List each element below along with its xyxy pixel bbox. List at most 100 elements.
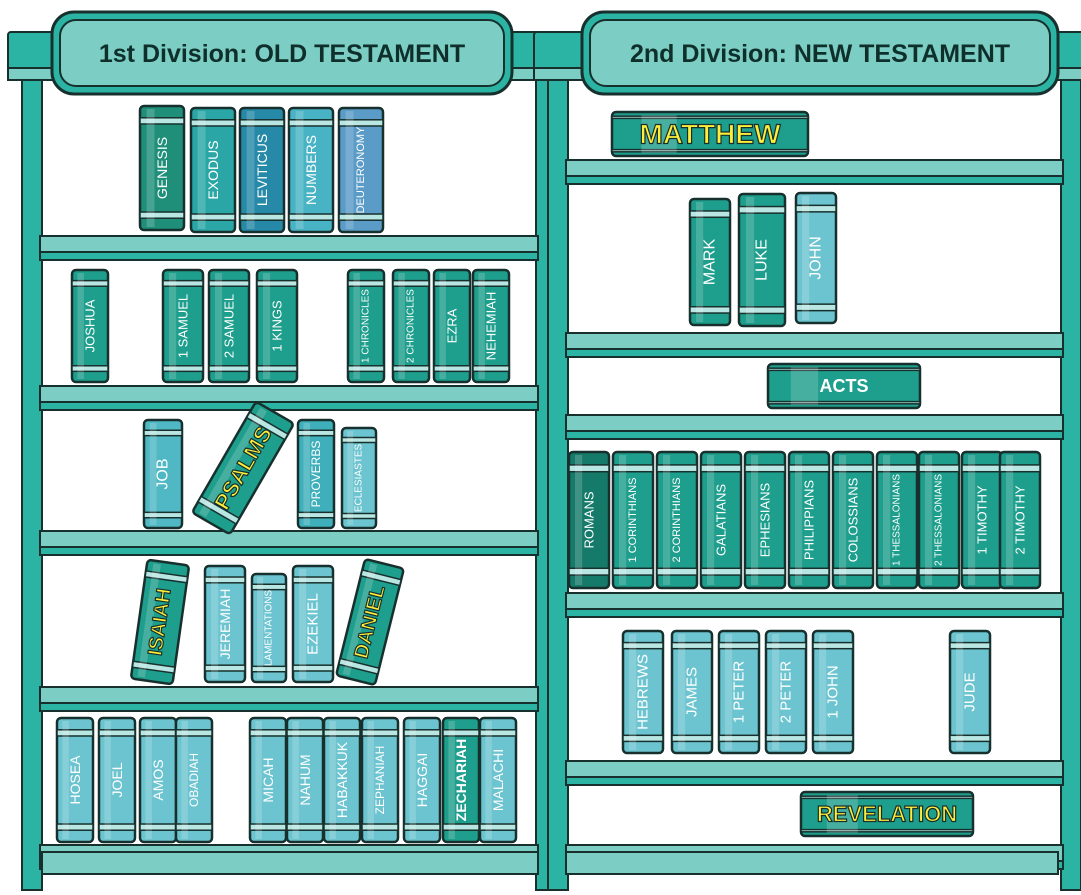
book-title: ECLESIASTES bbox=[354, 443, 365, 512]
book-shine bbox=[398, 273, 404, 379]
book-spine: ISAIAH bbox=[131, 560, 189, 685]
book-title: 2 THESSALONIANS bbox=[934, 474, 945, 566]
book-spine: ECLESIASTES bbox=[342, 428, 376, 528]
book-band bbox=[348, 366, 384, 372]
book-band bbox=[176, 730, 212, 736]
book-title: OBADIAH bbox=[187, 753, 201, 807]
book-spine: 1 CORINTHIANS bbox=[613, 452, 653, 588]
book-title: EZEKIEL bbox=[305, 593, 322, 655]
book-spine: JOHN bbox=[796, 193, 836, 323]
book-spine: NAHUM bbox=[287, 718, 323, 842]
book-title: LUKE bbox=[754, 239, 771, 281]
shelf bbox=[566, 852, 1058, 874]
book-spine: 2 CORINTHIANS bbox=[657, 452, 697, 588]
shelf-edge bbox=[566, 431, 1063, 439]
book-spine: LUKE bbox=[739, 194, 785, 326]
book-band bbox=[176, 824, 212, 830]
book-band bbox=[480, 730, 516, 736]
book-spine: GALATIANS bbox=[701, 452, 741, 588]
book-title: 1 CHRONICLES bbox=[361, 289, 372, 363]
shelf bbox=[42, 852, 538, 874]
book-title: PROVERBS bbox=[309, 441, 323, 508]
shelf-edge bbox=[40, 703, 538, 711]
book-spine: PROVERBS bbox=[298, 420, 334, 528]
book-spine: AMOS bbox=[140, 718, 176, 842]
book-title: HAGGAI bbox=[414, 753, 430, 807]
book-spine: JEREMIAH bbox=[205, 566, 245, 682]
book-title: DEUTERONOMY bbox=[355, 126, 367, 213]
book-title: JUDE bbox=[962, 672, 979, 711]
book-spine: 2 CHRONICLES bbox=[393, 270, 429, 382]
shelf bbox=[40, 236, 538, 252]
book-title: HOSEA bbox=[67, 755, 83, 805]
book-title: NUMBERS bbox=[303, 135, 319, 205]
book-shine bbox=[883, 455, 890, 585]
book-title: LAMENTATIONS bbox=[264, 590, 275, 667]
book-band bbox=[298, 512, 334, 517]
book-band bbox=[404, 824, 440, 830]
book-band bbox=[404, 730, 440, 736]
book-title: NAHUM bbox=[297, 754, 313, 805]
book-spine: JUDE bbox=[950, 631, 990, 753]
book-spine: 1 PETER bbox=[719, 631, 759, 753]
shelf-edge bbox=[40, 402, 538, 410]
shelf bbox=[566, 761, 1063, 777]
book-spine: REVELATION bbox=[801, 792, 973, 836]
book-band bbox=[348, 281, 384, 287]
book-spine: 1 SAMUEL bbox=[163, 270, 203, 382]
book-title: MALACHI bbox=[490, 749, 506, 811]
book-spine: 1 THESSALONIANS bbox=[877, 452, 917, 588]
book-shine bbox=[619, 455, 626, 585]
book-spine: HOSEA bbox=[57, 718, 93, 842]
book-spine: COLOSSIANS bbox=[833, 452, 873, 588]
book-title: 2 CHRONICLES bbox=[406, 289, 417, 363]
book-shine bbox=[353, 273, 359, 379]
book-band bbox=[768, 368, 920, 370]
book-spine: 1 JOHN bbox=[813, 631, 853, 753]
book-title: JOHN bbox=[808, 236, 825, 280]
book-title: 1 SAMUEL bbox=[176, 294, 191, 358]
shelf bbox=[566, 415, 1063, 431]
book-title: 2 PETER bbox=[778, 661, 795, 724]
new-testament-title: 2nd Division: NEW TESTAMENT bbox=[582, 12, 1058, 94]
book-title: 1 CORINTHIANS bbox=[627, 478, 639, 563]
book-band bbox=[362, 824, 398, 830]
book-spine: 1 KINGS bbox=[257, 270, 297, 382]
book-title: NEHEMIAH bbox=[484, 292, 499, 361]
shelf-edge bbox=[40, 547, 538, 555]
book-band bbox=[768, 402, 920, 404]
book-title: 1 JOHN bbox=[825, 665, 842, 718]
shelf-edge bbox=[566, 176, 1063, 184]
book-title: 1 KINGS bbox=[270, 300, 285, 352]
book-title: JEREMIAH bbox=[217, 589, 233, 660]
book-band bbox=[443, 824, 479, 830]
book-shine bbox=[257, 577, 263, 679]
book-title: MICAH bbox=[260, 757, 276, 802]
book-band bbox=[473, 281, 509, 287]
book-band bbox=[140, 824, 176, 830]
book-spine: 2 SAMUEL bbox=[209, 270, 249, 382]
book-title: COLOSSIANS bbox=[846, 477, 861, 562]
book-title: MATTHEW bbox=[640, 119, 782, 150]
book-spine: EZRA bbox=[434, 270, 470, 382]
book-title: GENESIS bbox=[154, 137, 170, 199]
book-spine: 2 TIMOTHY bbox=[1000, 452, 1040, 588]
book-band bbox=[287, 824, 323, 830]
book-title: ACTS bbox=[820, 376, 869, 396]
book-title: MARK bbox=[702, 239, 719, 286]
book-title: REVELATION bbox=[817, 802, 957, 827]
shelf bbox=[566, 593, 1063, 609]
book-title: 1 THESSALONIANS bbox=[892, 474, 903, 566]
book-band bbox=[250, 730, 286, 736]
book-spine: MARK bbox=[690, 199, 730, 325]
book-spine: NEHEMIAH bbox=[473, 270, 509, 382]
book-title: EPHESIANS bbox=[758, 482, 773, 557]
left-post bbox=[22, 78, 42, 890]
division-title: 2nd Division: NEW TESTAMENT bbox=[630, 40, 1010, 68]
book-spine: ROMANS bbox=[569, 452, 609, 588]
old-testament-title: 1st Division: OLD TESTAMENT bbox=[52, 12, 512, 94]
book-spine: JOSHUA bbox=[72, 270, 108, 382]
book-title: EXODUS bbox=[205, 140, 221, 199]
book-spine: EZEKIEL bbox=[293, 566, 333, 682]
book-band bbox=[298, 430, 334, 435]
